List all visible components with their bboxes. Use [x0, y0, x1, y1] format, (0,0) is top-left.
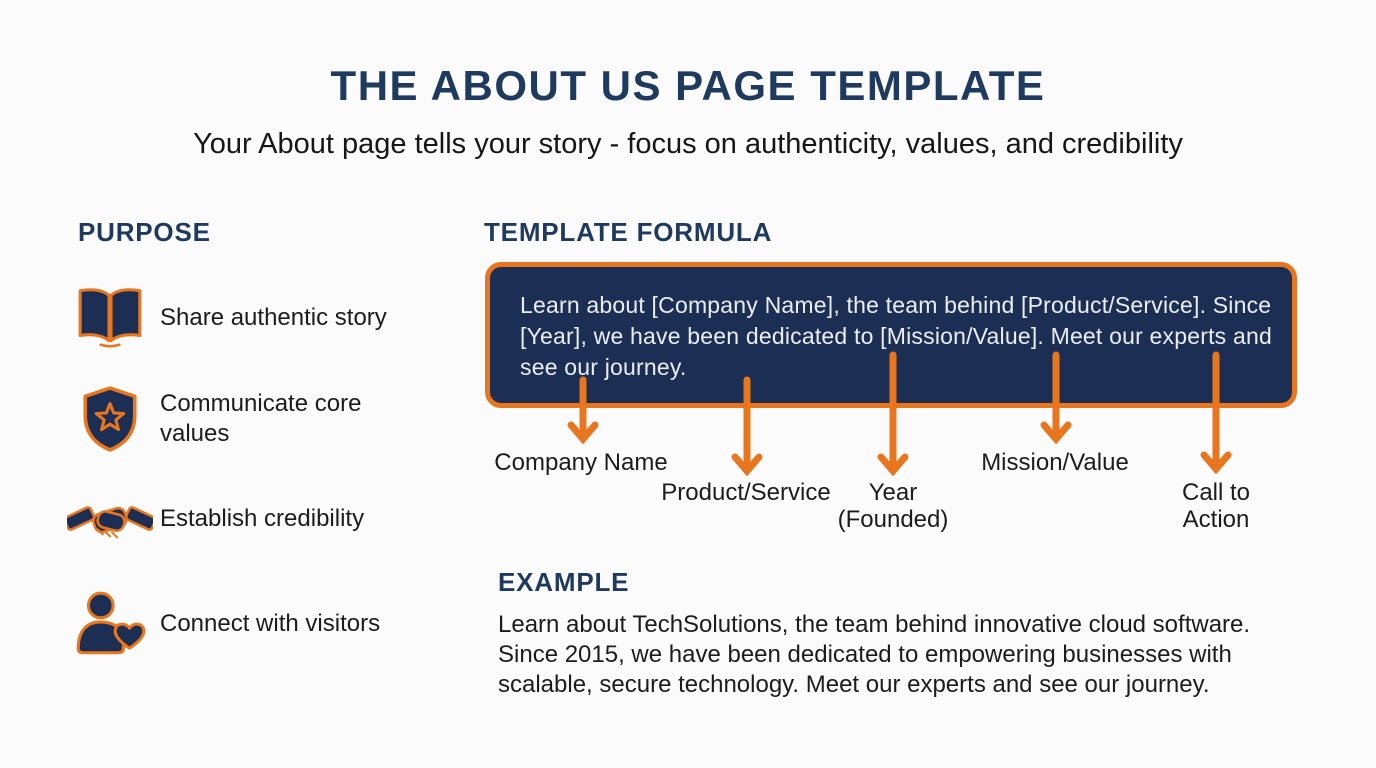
arrowhead-product-service [731, 453, 763, 477]
purpose-item-label: Establish credibility [160, 505, 365, 532]
page-title: THE ABOUT US PAGE TEMPLATE [330, 62, 1046, 109]
template-formula-box: Learn about [Company Name], the team beh… [485, 262, 1297, 408]
arrowhead-company-name [567, 421, 599, 445]
callout-product-service: Product/Service [661, 479, 831, 506]
callout-call-to-action: Call to Action [1181, 479, 1251, 533]
callout-year-founded: Year (Founded) [837, 479, 949, 533]
example-text: Learn about TechSolutions, the team behi… [498, 611, 1251, 698]
arrowhead-year-founded [877, 453, 909, 477]
arrowhead-mission-value [1040, 421, 1072, 445]
purpose-item-core-values: Communicate core values [66, 383, 410, 455]
purpose-item-label: Communicate core values [160, 390, 362, 447]
page-subtitle: Your About page tells your story - focus… [193, 128, 1183, 160]
purpose-heading: PURPOSE [78, 217, 211, 247]
purpose-item-share-story: Share authentic story [66, 282, 387, 354]
callout-mission-value: Mission/Value [981, 449, 1129, 476]
arrowhead-call-to-action [1200, 451, 1232, 475]
handshake-icon [66, 490, 154, 548]
example-heading: EXAMPLE [498, 567, 630, 597]
purpose-item-connect: Connect with visitors [66, 588, 380, 660]
template-formula-text: Learn about [Company Name], the team beh… [520, 292, 1272, 380]
purpose-item-label: Connect with visitors [160, 610, 381, 637]
callout-company-name: Company Name [494, 449, 668, 476]
purpose-item-label: Share authentic story [160, 304, 387, 331]
person-heart-icon [66, 590, 154, 658]
open-book-icon [66, 286, 154, 350]
purpose-item-credibility: Establish credibility [66, 483, 364, 555]
shield-star-icon [66, 385, 154, 453]
template-formula-heading: TEMPLATE FORMULA [484, 217, 773, 247]
